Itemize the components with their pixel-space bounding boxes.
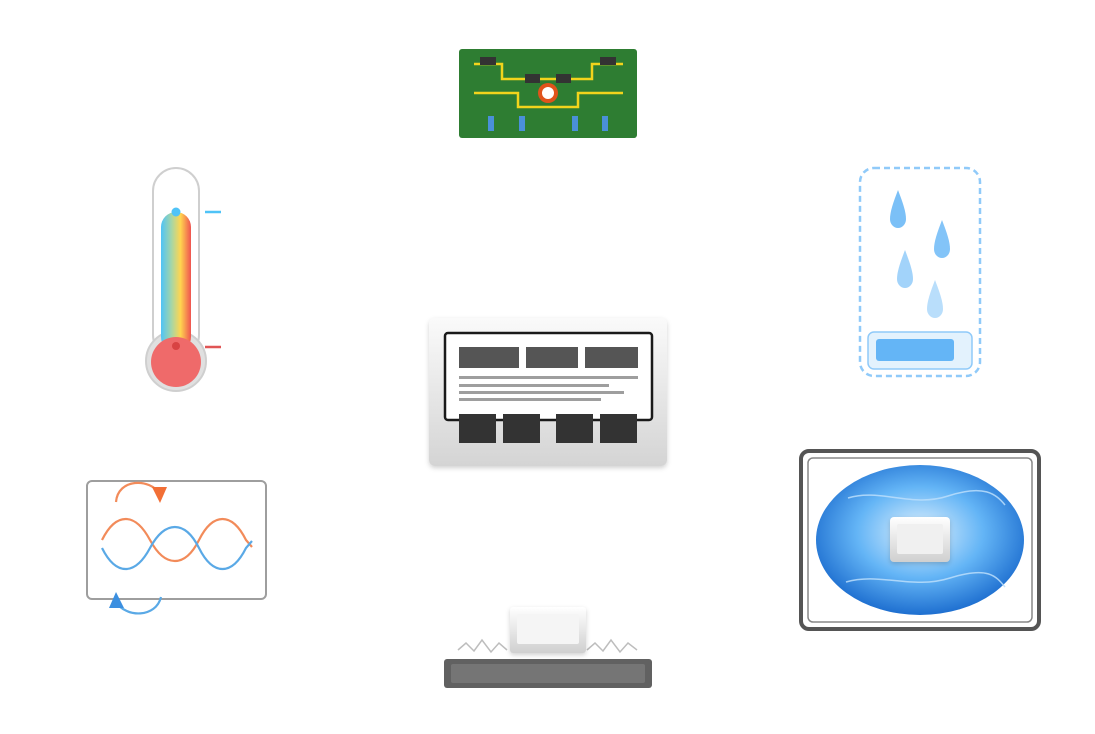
press-plate-icon xyxy=(444,607,652,688)
water-droplets-icon xyxy=(858,166,982,378)
liquid-immersion-icon xyxy=(799,449,1041,631)
vibration-waves-icon xyxy=(86,480,267,615)
circuit-board-icon xyxy=(459,49,637,138)
thermometer-icon xyxy=(145,167,221,392)
device-module-icon xyxy=(429,318,667,466)
